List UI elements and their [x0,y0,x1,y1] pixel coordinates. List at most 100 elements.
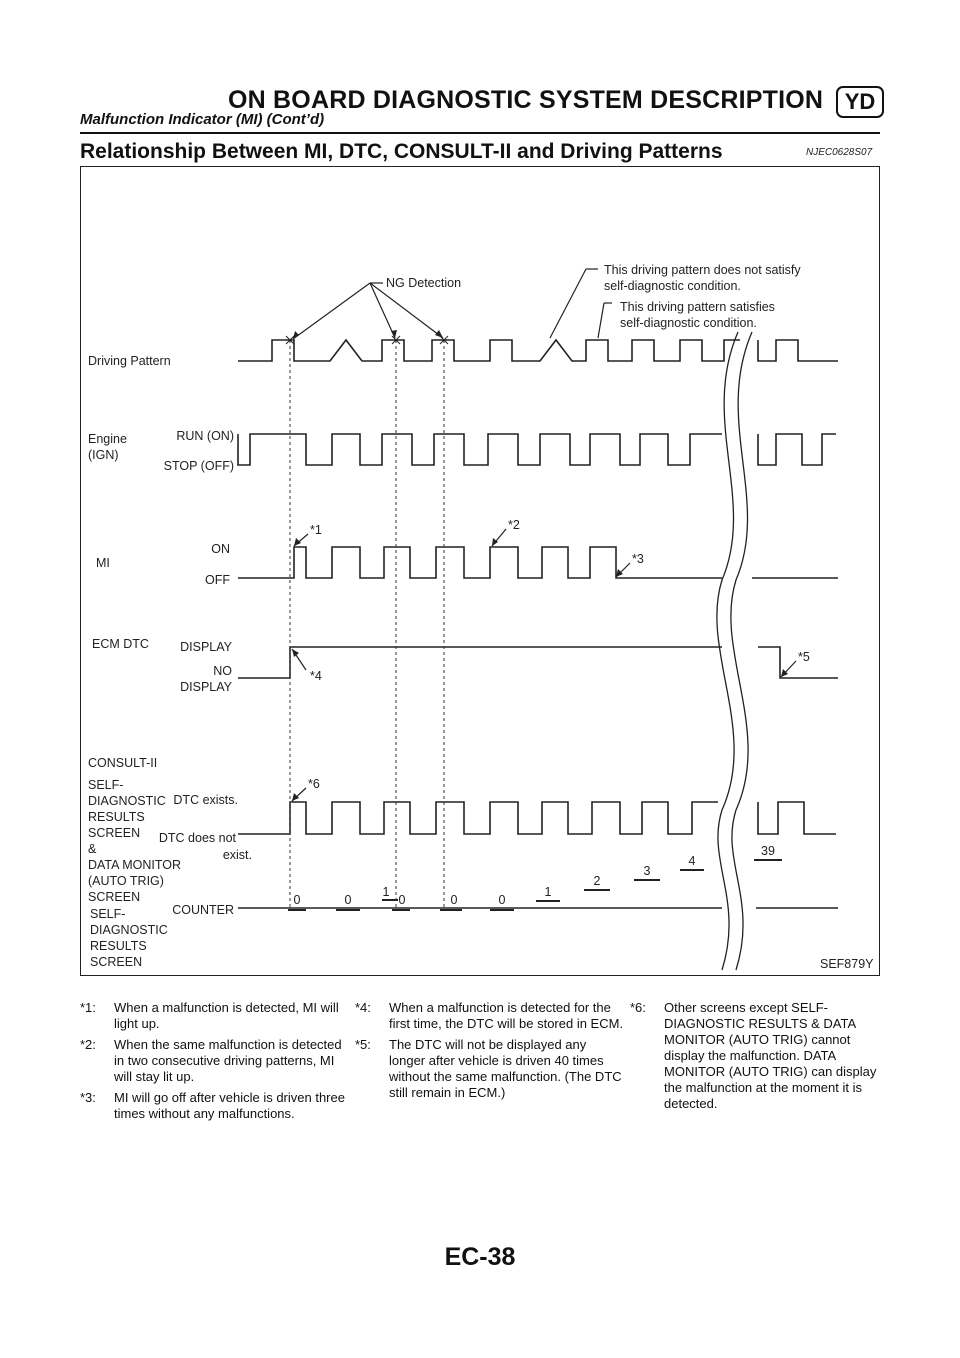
header-divider [80,132,880,134]
notes-column-3: *6: Other screens except SELF-DIAGNOSTIC … [630,1000,880,1117]
state-dtc-exists: DTC exists. [173,793,238,807]
callout-satisfies-line2: self-diagnostic condition. [620,316,757,330]
row-label-self-diag-1: SELF- [88,778,123,792]
state-counter: COUNTER [172,903,234,917]
note-key: *6: [630,1000,646,1015]
row-label-engine: Engine [88,432,127,446]
note-item: *3: MI will go off after vehicle is drive… [80,1090,350,1122]
note-key: *4: [355,1000,371,1015]
row-label-counter-1: SELF- [90,907,125,921]
figure-id: SEF879Y [820,957,874,971]
state-no-display-2: DISPLAY [180,680,233,694]
counter-values: 0 0 1 0 0 0 1 2 3 4 39 [294,844,775,907]
counter-value: 3 [644,864,651,878]
row-label-mi: MI [96,556,110,570]
note-key: *1: [80,1000,96,1015]
arrowhead [391,330,397,338]
arrowhead [293,331,299,339]
time-break-mark [716,331,753,971]
state-dtc-not-1: DTC does not [159,831,237,845]
marker-2-label: *2 [508,518,520,532]
not-satisfy-leader [549,268,587,339]
state-mi-off: OFF [205,573,230,587]
row-label-self-diag-4: SCREEN [88,826,140,840]
note-text: When a malfunction is detected for the f… [389,1000,624,1031]
counter-value: 0 [499,893,506,907]
state-dtc-not-2: exist. [223,848,252,862]
note-key: *5: [355,1037,371,1052]
ng-detection-marker [391,335,401,345]
row-label-engine-ign: (IGN) [88,448,119,462]
arrowhead [292,649,299,657]
note-text: When the same malfunction is detected in… [114,1037,342,1084]
marker-1-label: *1 [310,523,322,537]
page-subtitle: Malfunction Indicator (MI) (Cont’d) [80,111,325,128]
engine-waveform [237,433,836,466]
note-text: When a malfunction is detected, MI will … [114,1000,339,1031]
counter-value: 2 [594,874,601,888]
note-item: *6: Other screens except SELF-DIAGNOSTIC … [630,1000,880,1112]
note-item: *2: When the same malfunction is detected… [80,1037,350,1085]
marker-3-label: *3 [632,552,644,566]
note-item: *1: When a malfunction is detected, MI wi… [80,1000,350,1032]
arrowhead [292,793,299,801]
notes-column-2: *4: When a malfunction is detected for th… [355,1000,625,1106]
callout-not-satisfy-line2: self-diagnostic condition. [604,279,741,293]
mi-waveform [238,546,838,579]
row-label-driving-pattern: Driving Pattern [88,354,171,368]
page-header-title: ON BOARD DIAGNOSTIC SYSTEM DESCRIPTION [228,86,824,114]
satisfies-leader [597,302,605,339]
counter-value: 0 [451,893,458,907]
row-label-self-diag-3: RESULTS [88,810,145,824]
note-item: *5: The DTC will not be displayed any lon… [355,1037,625,1101]
section-code: NJEC0628S07 [806,147,873,158]
note-text: Other screens except SELF-DIAGNOSTIC RES… [664,1000,877,1111]
consult-waveform [238,801,836,835]
row-label-self-diag-2: DIAGNOSTIC [88,794,166,808]
counter-value: 39 [761,844,775,858]
counter-value: 1 [545,885,552,899]
state-mi-on: ON [211,542,230,556]
row-label-self-diag-6: DATA MONITOR [88,858,181,872]
state-stop-off: STOP (OFF) [164,459,234,473]
callout-ng-detection: NG Detection [386,276,461,290]
state-run-on: RUN (ON) [176,429,234,443]
callout-satisfies-line1: This driving pattern satisfies [620,300,775,314]
counter-value: 0 [345,893,352,907]
note-key: *2: [80,1037,96,1052]
row-label-self-diag-5: & [88,842,97,856]
marker-6-label: *6 [308,777,320,791]
ng-detection-leader [369,282,396,339]
counter-value: 0 [399,893,406,907]
ecm-dtc-waveform [238,646,838,679]
row-label-self-diag-7: (AUTO TRIG) [88,874,164,888]
row-label-counter-4: SCREEN [90,955,142,969]
marker-5-label: *5 [798,650,810,664]
notes-column-1: *1: When a malfunction is detected, MI wi… [80,1000,350,1127]
row-label-counter-2: DIAGNOSTIC [90,923,168,937]
section-title: Relationship Between MI, DTC, CONSULT-II… [80,140,723,163]
arrowhead [781,669,788,677]
ng-detection-leader [369,282,444,339]
page-number: EC-38 [444,1243,516,1271]
arrowhead [616,569,623,577]
state-display: DISPLAY [180,640,233,654]
row-label-self-diag-8: SCREEN [88,890,140,904]
arrowhead [492,538,498,546]
note-text: MI will go off after vehicle is driven t… [114,1090,345,1121]
note-key: *3: [80,1090,96,1105]
note-text: The DTC will not be displayed any longer… [389,1037,622,1100]
driving-pattern-waveform [238,338,838,362]
marker-4-label: *4 [310,669,322,683]
arrowhead [435,330,443,338]
note-item: *4: When a malfunction is detected for th… [355,1000,625,1032]
engine-code-badge: YD [836,86,884,118]
timing-diagram-frame [80,166,880,976]
row-label-counter-3: RESULTS [90,939,147,953]
row-label-ecm-dtc: ECM DTC [92,637,149,651]
state-no-display-1: NO [213,664,232,678]
row-label-consult: CONSULT-II [88,756,157,770]
counter-value: 1 [383,885,390,899]
arrowhead [294,538,301,546]
